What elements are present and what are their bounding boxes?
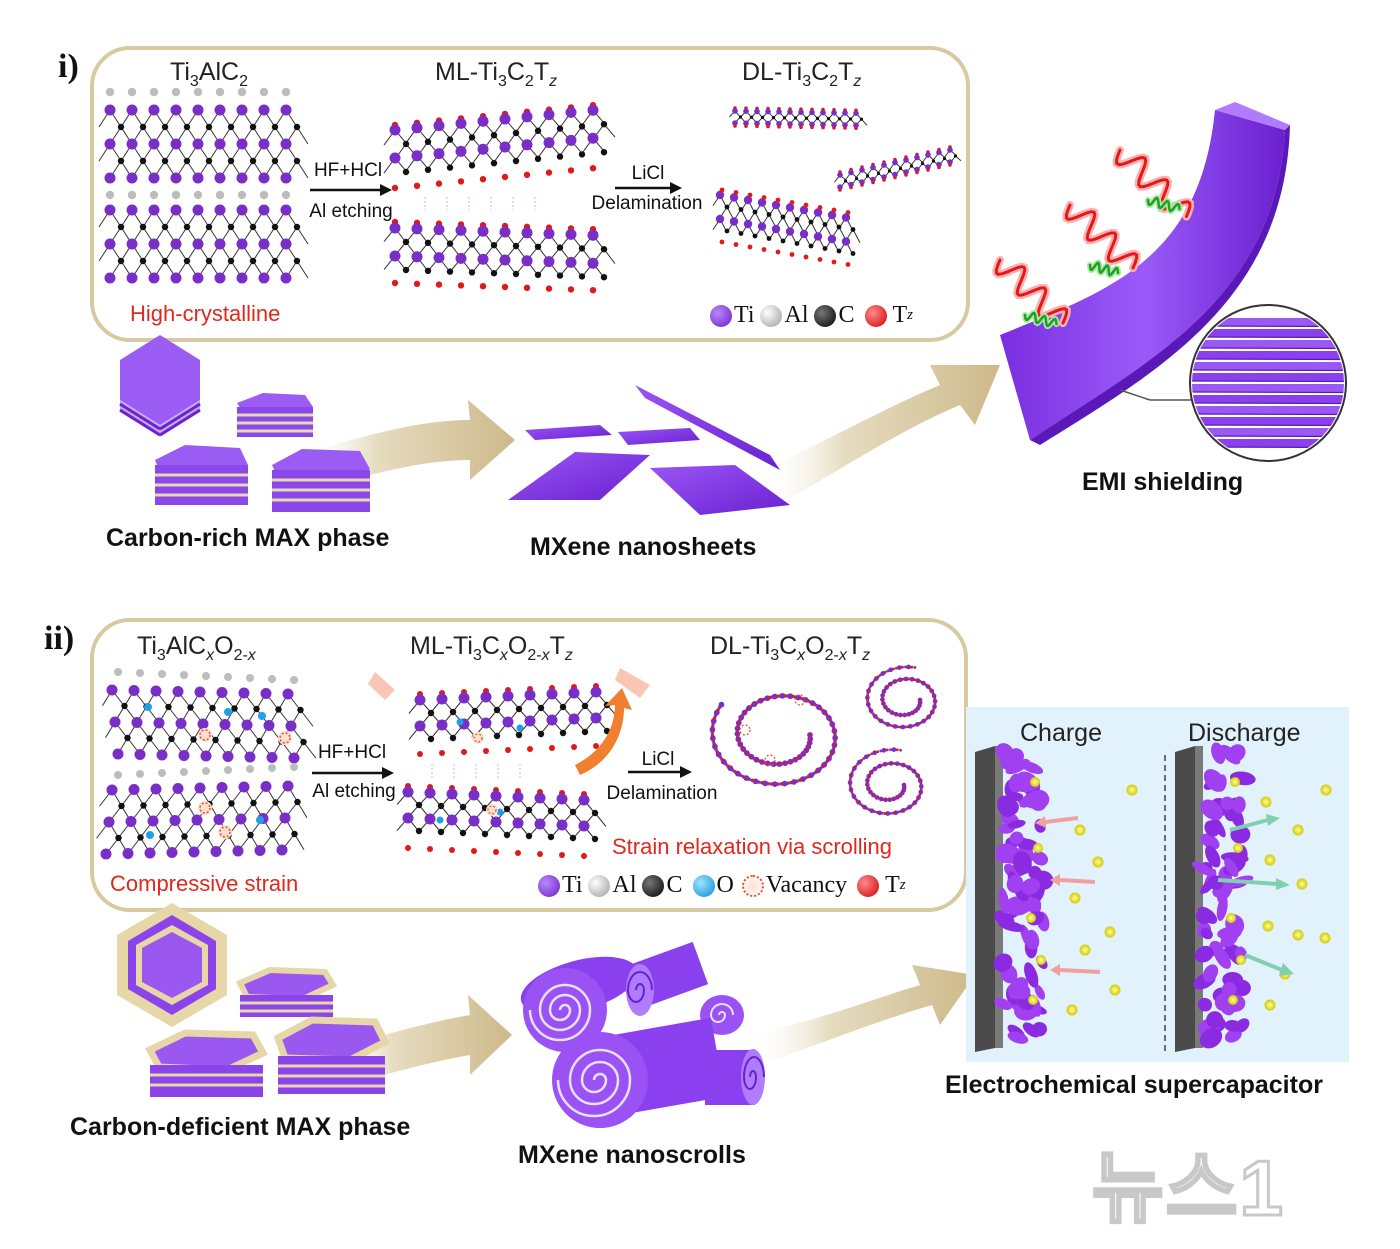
caption-emi-shielding: EMI shielding — [1082, 468, 1244, 496]
panel-label-ii: ii) — [44, 620, 75, 657]
legend-t-swatch — [864, 304, 887, 327]
delamination-arrow-ii — [628, 766, 692, 778]
max-lattice-i — [98, 87, 309, 284]
legend-t-swatch-ii — [857, 874, 880, 897]
panel-i-box — [90, 46, 970, 342]
dl-lattice-i — [712, 106, 962, 267]
formula-max-ii: Ti3AlCxO2-x — [137, 632, 256, 664]
mxene-nanoscrolls — [520, 941, 765, 1128]
ml-lattice-ii — [396, 683, 619, 859]
high-crystalline-note: High-crystalline — [130, 301, 281, 326]
delam-reagent-i: LiCl — [631, 163, 665, 184]
caption-carbon-rich-max: Carbon-rich MAX phase — [106, 524, 390, 552]
charge-electrode — [975, 743, 1054, 1052]
strain-arrow-left — [368, 672, 395, 700]
strain-arrow-right — [615, 668, 650, 698]
legend-al-swatch-ii — [588, 874, 611, 897]
legend-al-swatch — [760, 304, 783, 327]
news1-watermark: 뉴스1 — [1091, 1143, 1285, 1234]
etching-arrow-ii — [312, 767, 394, 779]
legend-vacancy-swatch-ii — [741, 874, 764, 897]
legend-c-swatch-ii — [642, 874, 665, 897]
caption-mxene-nanosheets: MXene nanosheets — [530, 533, 757, 561]
delam-label-i: Delamination — [591, 193, 703, 214]
mxene-nanosheets — [508, 385, 790, 515]
flow-arrow-sheets-to-emi-i — [760, 365, 1000, 510]
caption-mxene-nanoscrolls: MXene nanoscrolls — [518, 1141, 746, 1169]
formula-dl-i: DL-Ti3C2Tz — [742, 58, 862, 90]
formula-dl-ii: DL-Ti3CxO2-xTz — [710, 632, 871, 664]
caption-carbon-deficient-max: Carbon-deficient MAX phase — [70, 1113, 411, 1141]
delamination-arrow-i — [615, 182, 682, 194]
max-phase-crystals-i — [119, 335, 370, 512]
caption-electrochemical-supercapacitor: Electrochemical supercapacitor — [945, 1071, 1323, 1099]
etch-reagent-i: HF+HCl — [313, 160, 383, 181]
legend-c-swatch — [814, 304, 837, 327]
em-waves — [992, 146, 1194, 330]
compressive-strain-note: Compressive strain — [110, 871, 299, 896]
delam-reagent-ii: LiCl — [641, 749, 675, 770]
formula-max-i: Ti3AlC2 — [170, 58, 249, 90]
ml-lattice-i — [383, 102, 616, 294]
etch-reagent-ii: HF+HCl — [317, 742, 387, 763]
discharge-electrode — [1175, 742, 1256, 1052]
ion-flow-arrows — [1035, 814, 1294, 976]
legend-ti-swatch-ii — [538, 874, 560, 897]
max-phase-crystals-ii — [117, 903, 390, 1097]
emi-shielding-film — [1000, 102, 1347, 462]
delam-label-ii: Delamination — [606, 783, 718, 804]
legend-o-swatch-ii — [692, 874, 715, 897]
charge-label: Charge — [1020, 719, 1102, 747]
electrolyte-ions — [1066, 784, 1332, 1016]
dl-scroll-lattice-ii — [709, 664, 938, 816]
max-lattice-ii — [96, 668, 317, 860]
formula-ml-ii: ML-Ti3CxO2-xTz — [410, 632, 573, 664]
etch-label-ii: Al etching — [312, 781, 396, 802]
formula-ml-i: ML-Ti3C2Tz — [435, 58, 558, 90]
etching-arrow-i — [310, 184, 392, 196]
scrolling-arrow — [575, 688, 632, 775]
legend-ti-swatch — [710, 304, 732, 327]
flow-arrow-scrolls-to-supercapacitor-ii — [750, 965, 975, 1065]
panel-label-i: i) — [58, 48, 79, 85]
etch-label-i: Al etching — [309, 201, 393, 222]
strain-relaxation-note: Strain relaxation via scrolling — [612, 834, 893, 859]
discharge-label: Discharge — [1188, 719, 1301, 747]
